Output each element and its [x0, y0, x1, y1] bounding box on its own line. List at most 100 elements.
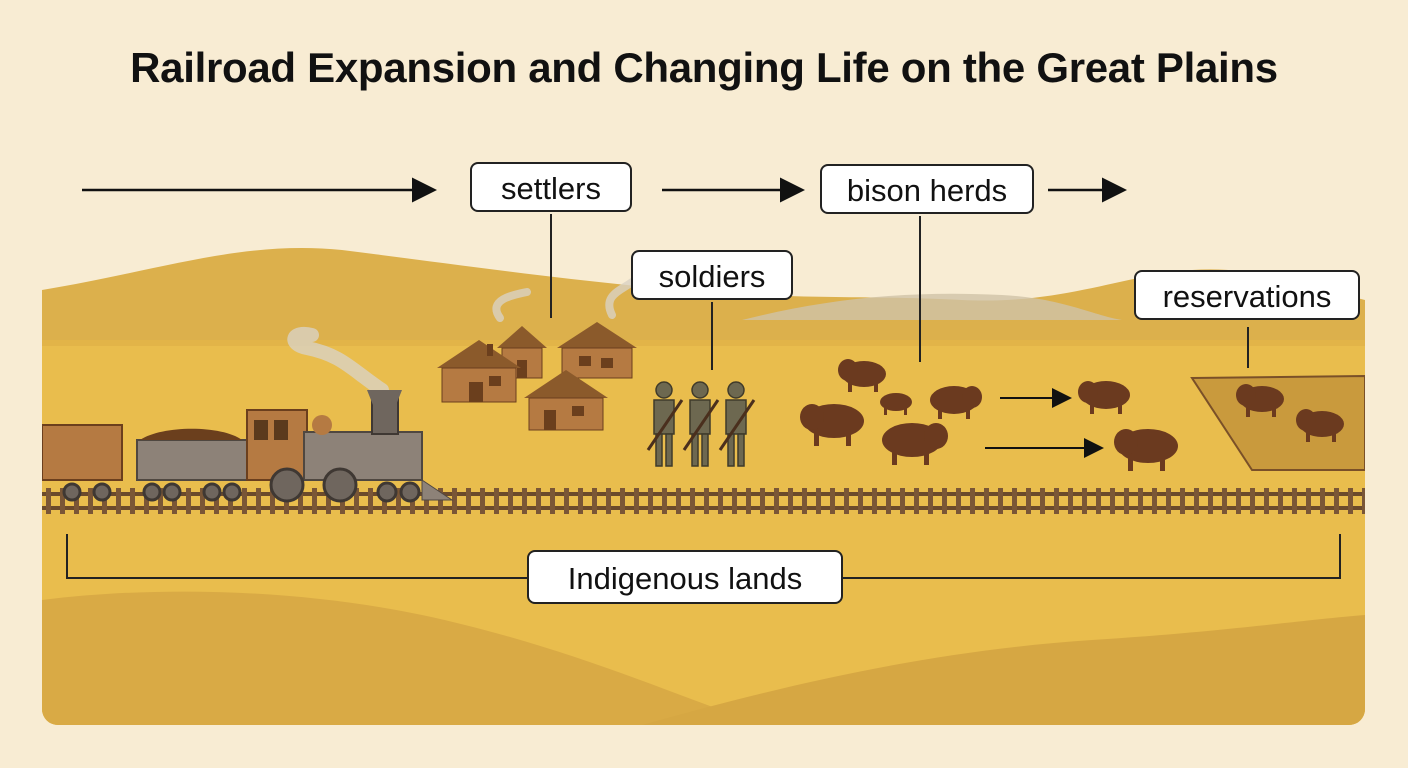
rail-tie	[788, 488, 793, 514]
rail-tie	[270, 488, 275, 514]
rail-tie	[144, 488, 149, 514]
rail-tie	[928, 488, 933, 514]
rail-tie	[88, 488, 93, 514]
rail-tie	[1124, 488, 1129, 514]
rail-tie	[536, 488, 541, 514]
rail-tie	[550, 488, 555, 514]
rail-tie	[774, 488, 779, 514]
rail-tie	[1362, 488, 1365, 514]
bison-herds-label: bison herds	[820, 164, 1034, 214]
rail-tie	[606, 488, 611, 514]
indigenous-lands-label: Indigenous lands	[527, 550, 843, 604]
rail-tie	[1250, 488, 1255, 514]
rail-tie	[1334, 488, 1339, 514]
rail-tie	[1138, 488, 1143, 514]
rail-tie	[830, 488, 835, 514]
rail-tie	[732, 488, 737, 514]
rail-tie	[648, 488, 653, 514]
rail-tie	[1208, 488, 1213, 514]
rail-tie	[1236, 488, 1241, 514]
rail-tie	[900, 488, 905, 514]
rail-tie	[886, 488, 891, 514]
rail-tie	[1222, 488, 1227, 514]
reservation-area	[1190, 374, 1365, 471]
rail-tie	[984, 488, 989, 514]
rail-tie	[46, 488, 51, 514]
rail-tie	[760, 488, 765, 514]
soldiers-label: soldiers	[631, 250, 793, 300]
rail-tie	[158, 488, 163, 514]
rail-tie	[1180, 488, 1185, 514]
rail-tie	[116, 488, 121, 514]
rail-tie	[186, 488, 191, 514]
rail-tie	[1096, 488, 1101, 514]
diagram-title: Railroad Expansion and Changing Life on …	[130, 44, 1278, 91]
rail-tie	[676, 488, 681, 514]
rail-tie	[1012, 488, 1017, 514]
rail-tie	[872, 488, 877, 514]
rail-tie	[1306, 488, 1311, 514]
grey-ridge	[742, 293, 1122, 320]
rail-tie	[1278, 488, 1283, 514]
rail-tie	[354, 488, 359, 514]
rail-tie	[200, 488, 205, 514]
rail-tie	[452, 488, 457, 514]
steam-train	[42, 326, 454, 503]
rail-tie	[816, 488, 821, 514]
settlers-label: settlers	[470, 162, 632, 212]
rail-tie	[942, 488, 947, 514]
rail-tie	[298, 488, 303, 514]
rail-tie	[578, 488, 583, 514]
rail-tie	[1166, 488, 1171, 514]
rail-tie	[564, 488, 569, 514]
rail-tie	[494, 488, 499, 514]
rail-tie	[508, 488, 513, 514]
rail-tie	[396, 488, 401, 514]
rail-tie	[1082, 488, 1087, 514]
rail-tie	[1194, 488, 1199, 514]
rail-tie	[970, 488, 975, 514]
rail-tie	[1320, 488, 1325, 514]
rail-tie	[242, 488, 247, 514]
rail-tie	[620, 488, 625, 514]
rail-tie	[1040, 488, 1045, 514]
rail-tie	[480, 488, 485, 514]
rail-tie	[424, 488, 429, 514]
rail-tie	[60, 488, 65, 514]
rail-tie	[368, 488, 373, 514]
plains-scene	[42, 248, 1365, 725]
foreground-hills	[42, 591, 762, 725]
settler-houses	[437, 278, 637, 431]
rail-tie	[522, 488, 527, 514]
bison-herd	[800, 359, 1344, 471]
rail-tie	[1264, 488, 1269, 514]
rail-tie	[1348, 488, 1353, 514]
rail-tie	[74, 488, 79, 514]
rail-tie	[844, 488, 849, 514]
rail-tie	[858, 488, 863, 514]
rail-tie	[592, 488, 597, 514]
rail-tie	[312, 488, 317, 514]
rail-tie	[704, 488, 709, 514]
rail-tie	[802, 488, 807, 514]
rail-tie	[662, 488, 667, 514]
rail-tie	[690, 488, 695, 514]
rail-tie	[634, 488, 639, 514]
rail-tie	[214, 488, 219, 514]
rail-tie	[1152, 488, 1157, 514]
rail-tie	[956, 488, 961, 514]
rail-tie	[998, 488, 1003, 514]
rail-tie	[1026, 488, 1031, 514]
soldiers-group	[646, 381, 756, 467]
rail-tie	[466, 488, 471, 514]
rail-tie	[746, 488, 751, 514]
rail-tie	[1110, 488, 1115, 514]
rail-tie	[718, 488, 723, 514]
rail-tie	[1292, 488, 1297, 514]
reservations-label: reservations	[1134, 270, 1360, 320]
rail-tie	[130, 488, 135, 514]
rail-tie	[1054, 488, 1059, 514]
rail-tie	[438, 488, 443, 514]
rail-tie	[326, 488, 331, 514]
rail-tie	[914, 488, 919, 514]
